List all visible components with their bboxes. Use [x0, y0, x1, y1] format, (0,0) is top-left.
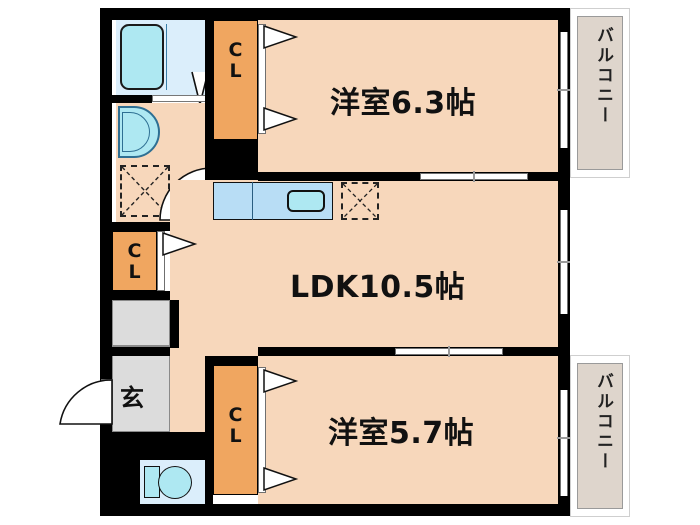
balcony-south — [577, 363, 623, 509]
bathroom-threshold — [152, 95, 212, 102]
wall-cl-south-top — [205, 356, 258, 365]
wall-left — [100, 8, 112, 516]
window-bedroom-south-mullion — [448, 346, 450, 357]
closet-middle-line1: C — [127, 240, 142, 262]
wall-cl-north-below — [205, 140, 258, 180]
wall-bottom — [100, 504, 570, 516]
closet-middle-door[interactable] — [157, 231, 165, 291]
closet-middle-label: C L — [112, 241, 157, 283]
entrance-step — [112, 300, 170, 346]
closet-north-label: C L — [213, 40, 258, 82]
room-bedroom-south — [258, 356, 558, 504]
wall-closet-middle-bottom — [112, 291, 170, 300]
kitchen-counter-divider — [252, 182, 253, 220]
closet-middle — [112, 231, 157, 291]
window-balcony-north-mullion — [557, 89, 570, 91]
balcony-north-label: バルコニー — [593, 26, 613, 126]
wall-bedroom-north-bottom — [258, 172, 558, 181]
wall-entrance-bottom — [112, 432, 213, 442]
wall-bath-bottom — [112, 95, 152, 103]
bedroom-north-label: 洋室6.3帖 — [330, 86, 477, 121]
washbasin-inner — [122, 112, 150, 152]
closet-north-arrow-top-icon — [263, 24, 299, 50]
closet-north-door[interactable] — [258, 24, 266, 134]
closet-south — [213, 365, 258, 495]
closet-north-line1: C — [228, 39, 243, 61]
wall-ldk-bottom-left — [112, 347, 170, 356]
refrigerator-cross-icon — [342, 183, 378, 219]
wall-toilet-right — [205, 442, 213, 516]
wall-top — [100, 8, 570, 20]
closet-north — [213, 20, 258, 140]
ldk-label: LDK10.5帖 — [290, 270, 466, 305]
wall-corner-e-mid — [558, 148, 570, 210]
closet-middle-line2: L — [128, 261, 141, 283]
closet-south-line2: L — [229, 425, 242, 447]
closet-north-line2: L — [229, 60, 242, 82]
closet-south-line1: C — [228, 404, 243, 426]
window-balcony-south-mullion — [557, 437, 570, 439]
balcony-north — [577, 16, 623, 170]
closet-south-arrow-bottom-icon — [263, 466, 299, 492]
toilet-bowl-icon — [158, 466, 192, 499]
wall-corner-ne — [558, 8, 570, 32]
wall-entrance-hall-right — [205, 356, 213, 432]
entrance-door-swing-icon — [59, 379, 113, 425]
window-ldk-east-mullion — [557, 261, 570, 263]
kitchen-sink-icon — [287, 190, 325, 212]
bathtub-icon — [120, 24, 164, 90]
window-balcony-south — [560, 388, 568, 498]
bathroom-door-icon — [191, 71, 209, 105]
bedroom-south-label: 洋室5.7帖 — [328, 416, 475, 451]
closet-south-door[interactable] — [258, 367, 266, 493]
wall-corner-e-mid2 — [558, 314, 570, 390]
refrigerator-space-icon — [341, 182, 379, 220]
closet-south-label: C L — [213, 405, 258, 447]
wall-corner-se — [558, 496, 570, 516]
entrance-label: 玄 — [120, 384, 145, 412]
bathroom-divider — [166, 24, 167, 90]
window-bedroom-north-mullion — [473, 171, 475, 182]
balcony-south-label: バルコニー — [593, 372, 613, 472]
wall-washroom-bottom — [112, 222, 170, 231]
wall-entrance-right — [170, 300, 179, 348]
wall-toilet-top — [112, 442, 213, 460]
room-bedroom-north — [258, 20, 558, 180]
closet-south-arrow-top-icon — [263, 368, 299, 394]
wall-cl-north-left — [205, 20, 213, 180]
closet-middle-arrow-icon — [162, 231, 198, 257]
closet-north-arrow-bottom-icon — [263, 106, 299, 132]
